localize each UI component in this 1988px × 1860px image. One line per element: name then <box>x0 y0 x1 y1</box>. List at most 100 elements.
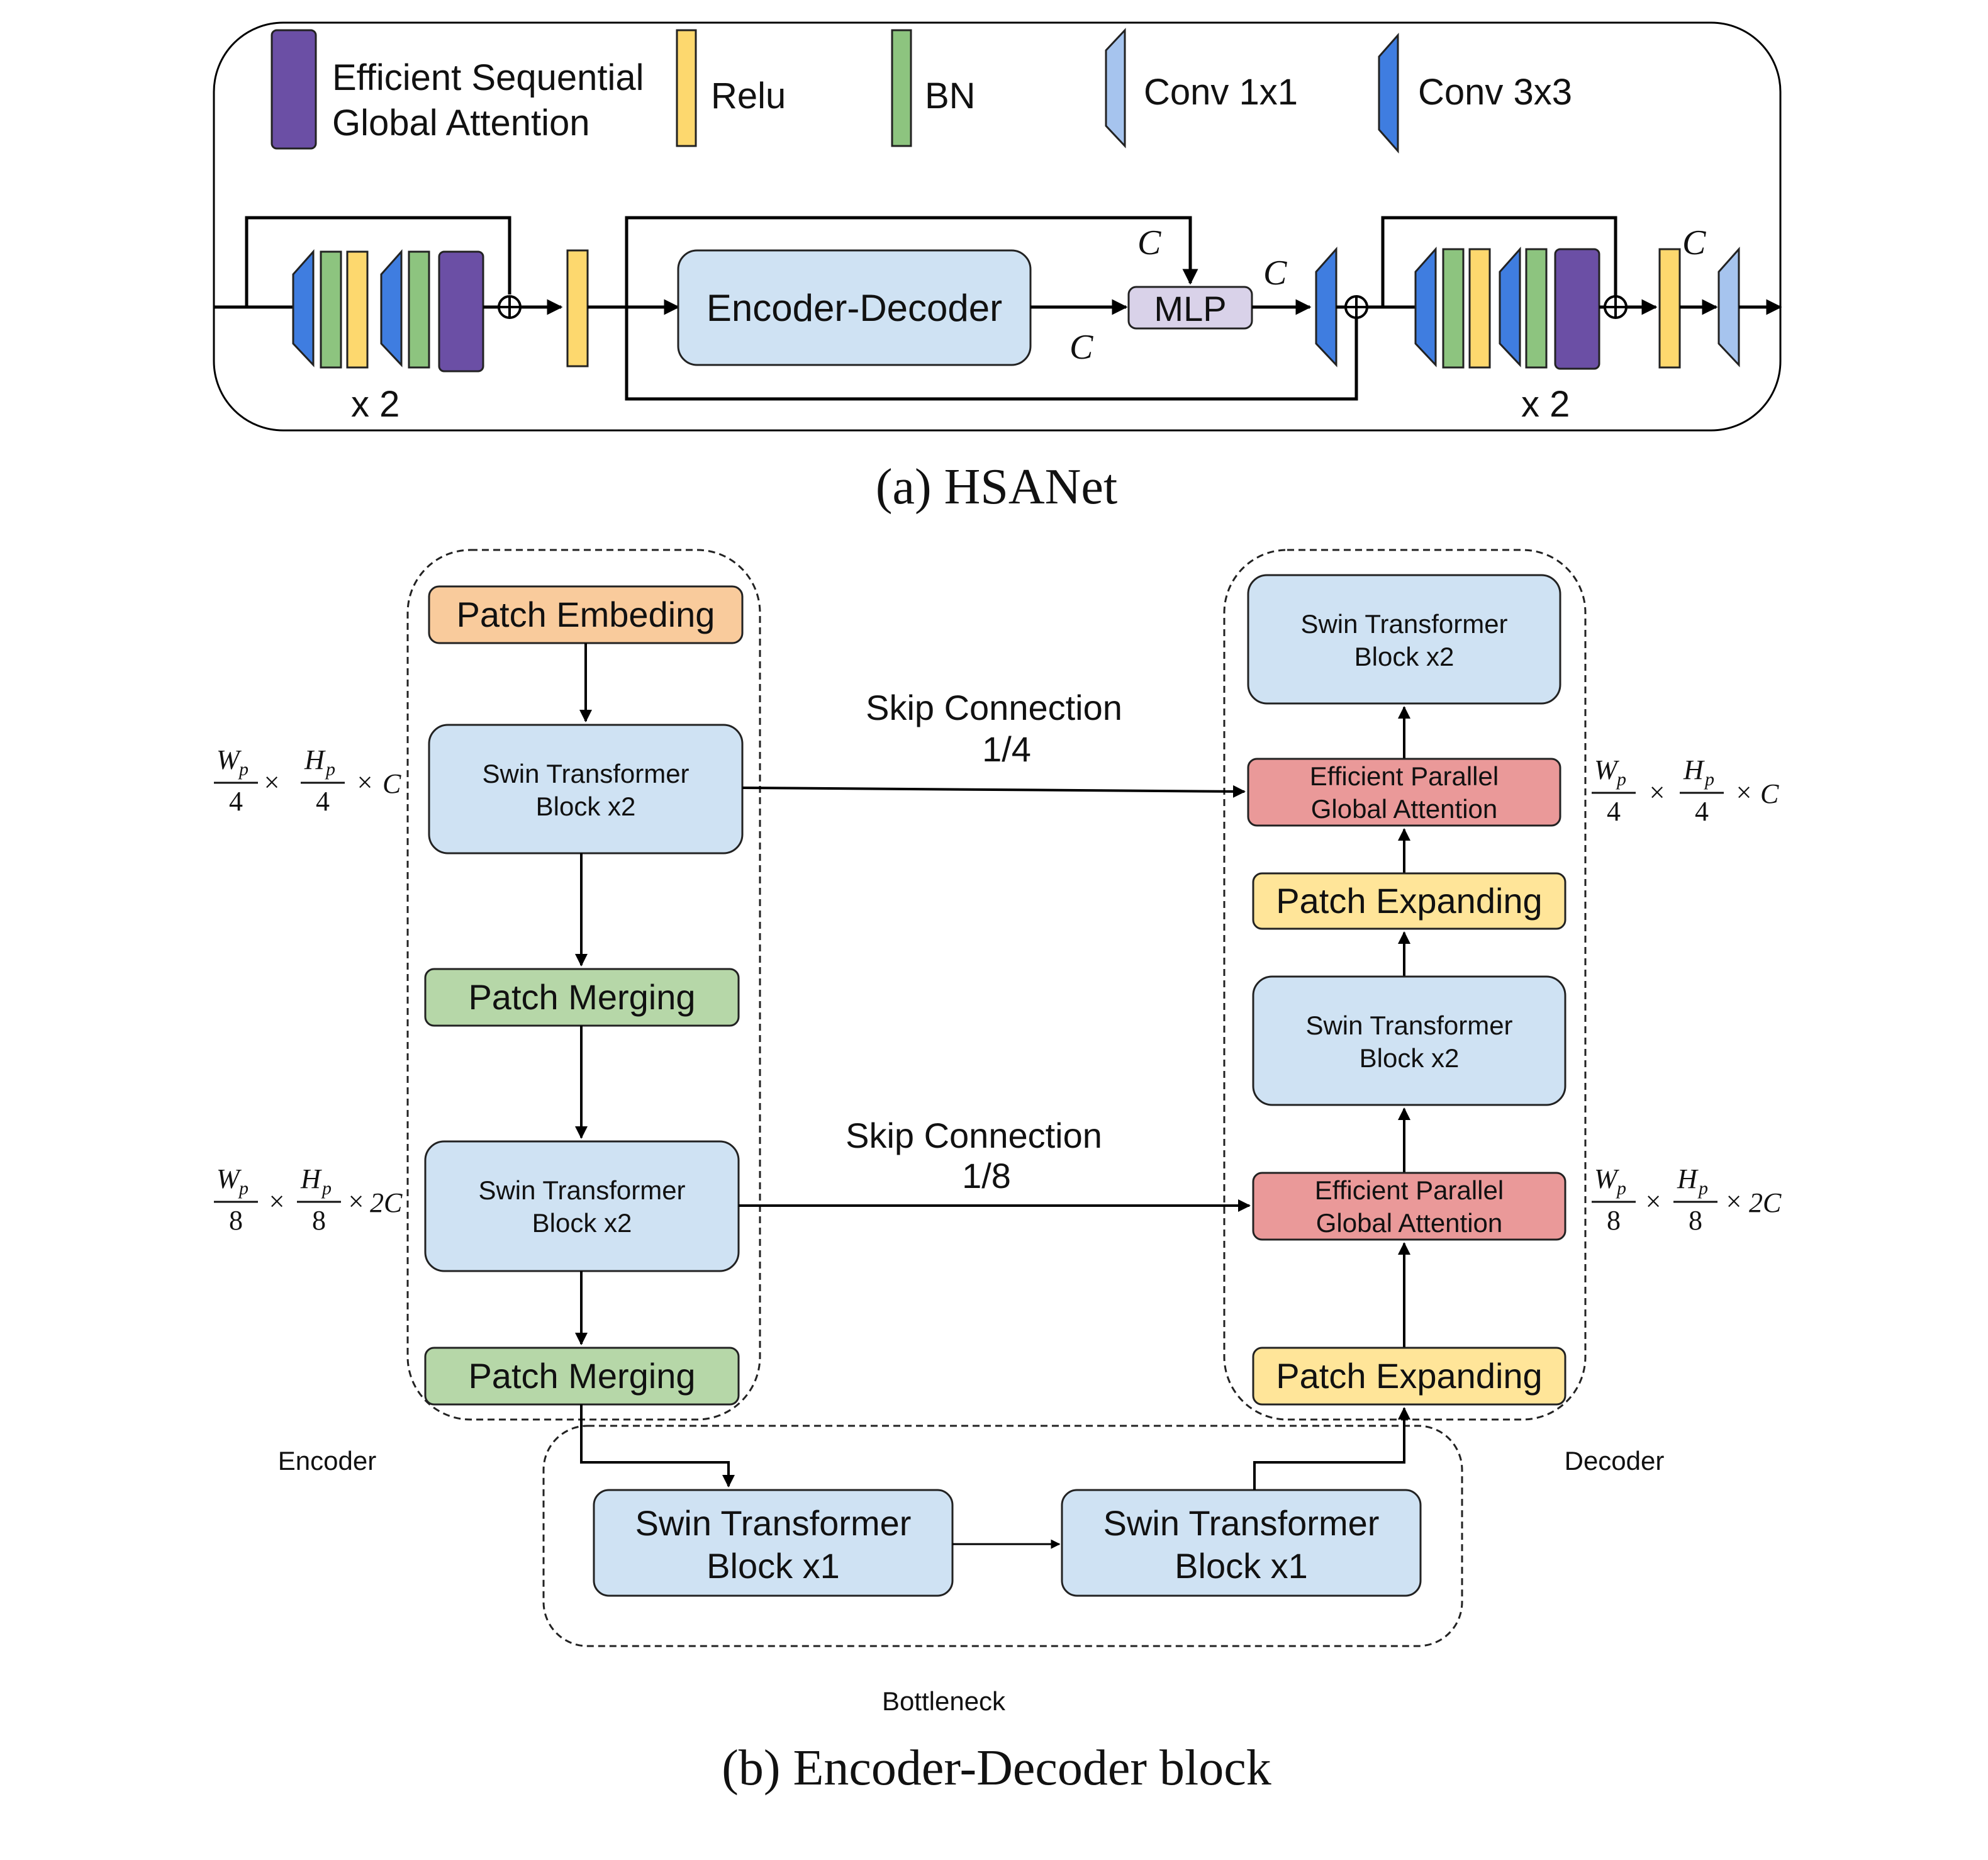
mlp-label: MLP <box>1154 289 1226 328</box>
bn-block <box>408 250 430 369</box>
patch-expanding-box <box>1252 1347 1566 1406</box>
encoder-label: Encoder <box>278 1446 376 1476</box>
right-residual-group: C x 2 <box>1367 216 1782 425</box>
dim-subscript: p <box>238 1178 248 1199</box>
dim-h: H <box>1683 754 1705 785</box>
conv3-block <box>1499 247 1521 367</box>
dim-denominator: 8 <box>1607 1205 1621 1236</box>
dim-times: × <box>1650 777 1665 808</box>
hsanet-frame <box>213 21 1782 432</box>
add-node <box>498 295 522 319</box>
legend-bn-label: BN <box>925 76 976 116</box>
dim-denominator: 8 <box>229 1205 243 1236</box>
channel-label: C <box>1682 223 1706 262</box>
dim-w: W <box>1594 1163 1619 1194</box>
dim-denominator: 4 <box>1607 796 1621 827</box>
dim-times: × <box>1726 1186 1742 1217</box>
dim-w: W <box>1594 754 1619 785</box>
epga-label-line1: Efficient Parallel <box>1310 761 1499 791</box>
left-residual-group: x 2 <box>214 216 563 425</box>
dim-subscript: p <box>1697 1178 1708 1199</box>
skip-connection-label: Skip Connection <box>866 688 1122 727</box>
dim-subscript: p <box>1616 1178 1626 1199</box>
conv3-block <box>380 249 403 367</box>
legend-conv3-label: Conv 3x3 <box>1418 72 1572 113</box>
skip-connection-ratio: 1/8 <box>962 1156 1011 1196</box>
bn-block <box>1442 248 1465 369</box>
encoder-swin-label-line2: Block x2 <box>532 1208 632 1238</box>
bottleneck-label: Bottleneck <box>882 1686 1006 1716</box>
dim-channels: C <box>383 768 401 799</box>
conv3-block <box>292 249 315 367</box>
legend-esga-label-line1: Efficient Sequential <box>332 57 644 98</box>
dim-denominator: 4 <box>1695 796 1709 827</box>
encoder-decoder-figure: Patch Embeding Swin Transformer Block x2… <box>214 549 1782 1796</box>
legend-bn-swatch <box>891 29 912 147</box>
dim-denominator: 4 <box>316 786 330 817</box>
bottleneck-frame <box>542 1425 1463 1647</box>
encoder-swin-label-line1: Swin Transformer <box>482 759 689 788</box>
dimension-annotation: W p 8 × H p 8 × 2C <box>214 1163 403 1236</box>
bottleneck-swin-label-line2: Block x1 <box>1175 1546 1308 1586</box>
dim-times: × <box>349 1186 364 1217</box>
dim-subscript: p <box>325 759 335 780</box>
dim-times: × <box>357 767 373 798</box>
skip-connection-label: Skip Connection <box>846 1116 1102 1155</box>
add-node <box>1604 295 1628 319</box>
patch-merging-label: Patch Merging <box>468 977 695 1017</box>
dim-subscript: p <box>321 1178 332 1199</box>
bottleneck-swin-box <box>1061 1489 1422 1597</box>
legend-conv1-label: Conv 1x1 <box>1144 72 1298 113</box>
decoder-label: Decoder <box>1565 1446 1665 1476</box>
caption-b: (b) Encoder-Decoder block <box>722 1740 1271 1796</box>
dim-channels: 2C <box>370 1187 403 1218</box>
dim-denominator: 4 <box>229 786 243 817</box>
dim-h: H <box>1677 1163 1699 1194</box>
skip-connection-ratio: 1/4 <box>982 729 1031 769</box>
bottleneck-swin-label-line2: Block x1 <box>706 1546 840 1586</box>
legend-esga-swatch <box>271 29 317 150</box>
conv3-block <box>1414 247 1437 367</box>
decoder-swin-box <box>1247 574 1561 705</box>
epga-label-line2: Global Attention <box>1311 794 1498 824</box>
dim-denominator: 8 <box>1689 1205 1702 1236</box>
encoder-decoder-label: Encoder-Decoder <box>706 287 1002 329</box>
encoder-swin-box <box>424 1140 740 1272</box>
dim-channels: C <box>1760 778 1779 809</box>
dimension-annotation: W p 4 × H p 4 × C <box>1592 754 1779 827</box>
channel-label: C <box>1263 254 1287 293</box>
relu-block <box>1468 248 1491 369</box>
legend-conv1-swatch <box>1105 28 1126 148</box>
bn-block <box>320 250 342 369</box>
encoder-swin-label-line1: Swin Transformer <box>478 1175 685 1205</box>
bn-block <box>1525 248 1548 369</box>
epga-box <box>1247 758 1561 827</box>
patch-expanding-label: Patch Expanding <box>1276 881 1542 921</box>
add-node <box>1344 295 1368 319</box>
dim-h: H <box>300 1163 322 1194</box>
relu-block <box>1658 248 1681 369</box>
hsanet-figure: Efficient Sequential Global Attention Re… <box>213 21 1782 515</box>
middle-group: Encoder-Decoder MLP C C C <box>588 216 1368 401</box>
bottleneck: Swin Transformer Block x1 Swin Transform… <box>580 1404 1422 1716</box>
esga-block <box>1554 248 1600 370</box>
decoder-swin-label-line2: Block x2 <box>1360 1043 1460 1073</box>
conv3-block <box>1315 247 1337 367</box>
dim-denominator: 8 <box>312 1205 326 1236</box>
dim-w: W <box>216 1163 242 1194</box>
esga-block <box>438 250 484 373</box>
dim-channels: 2C <box>1749 1187 1782 1218</box>
legend-conv3-swatch <box>1378 33 1399 154</box>
relu-block <box>346 250 369 369</box>
legend-relu-swatch <box>676 29 697 147</box>
dim-subscript: p <box>1704 769 1714 790</box>
dim-times: × <box>264 767 280 798</box>
dim-subscript: p <box>1616 769 1626 790</box>
dim-times: × <box>1646 1186 1661 1217</box>
repeat-right: x 2 <box>1521 384 1570 425</box>
patch-expanding-box <box>1252 872 1566 930</box>
decoder-swin-label-line1: Swin Transformer <box>1305 1011 1512 1040</box>
dim-times: × <box>1736 777 1752 808</box>
repeat-left: x 2 <box>351 384 399 425</box>
dim-w: W <box>216 744 242 775</box>
